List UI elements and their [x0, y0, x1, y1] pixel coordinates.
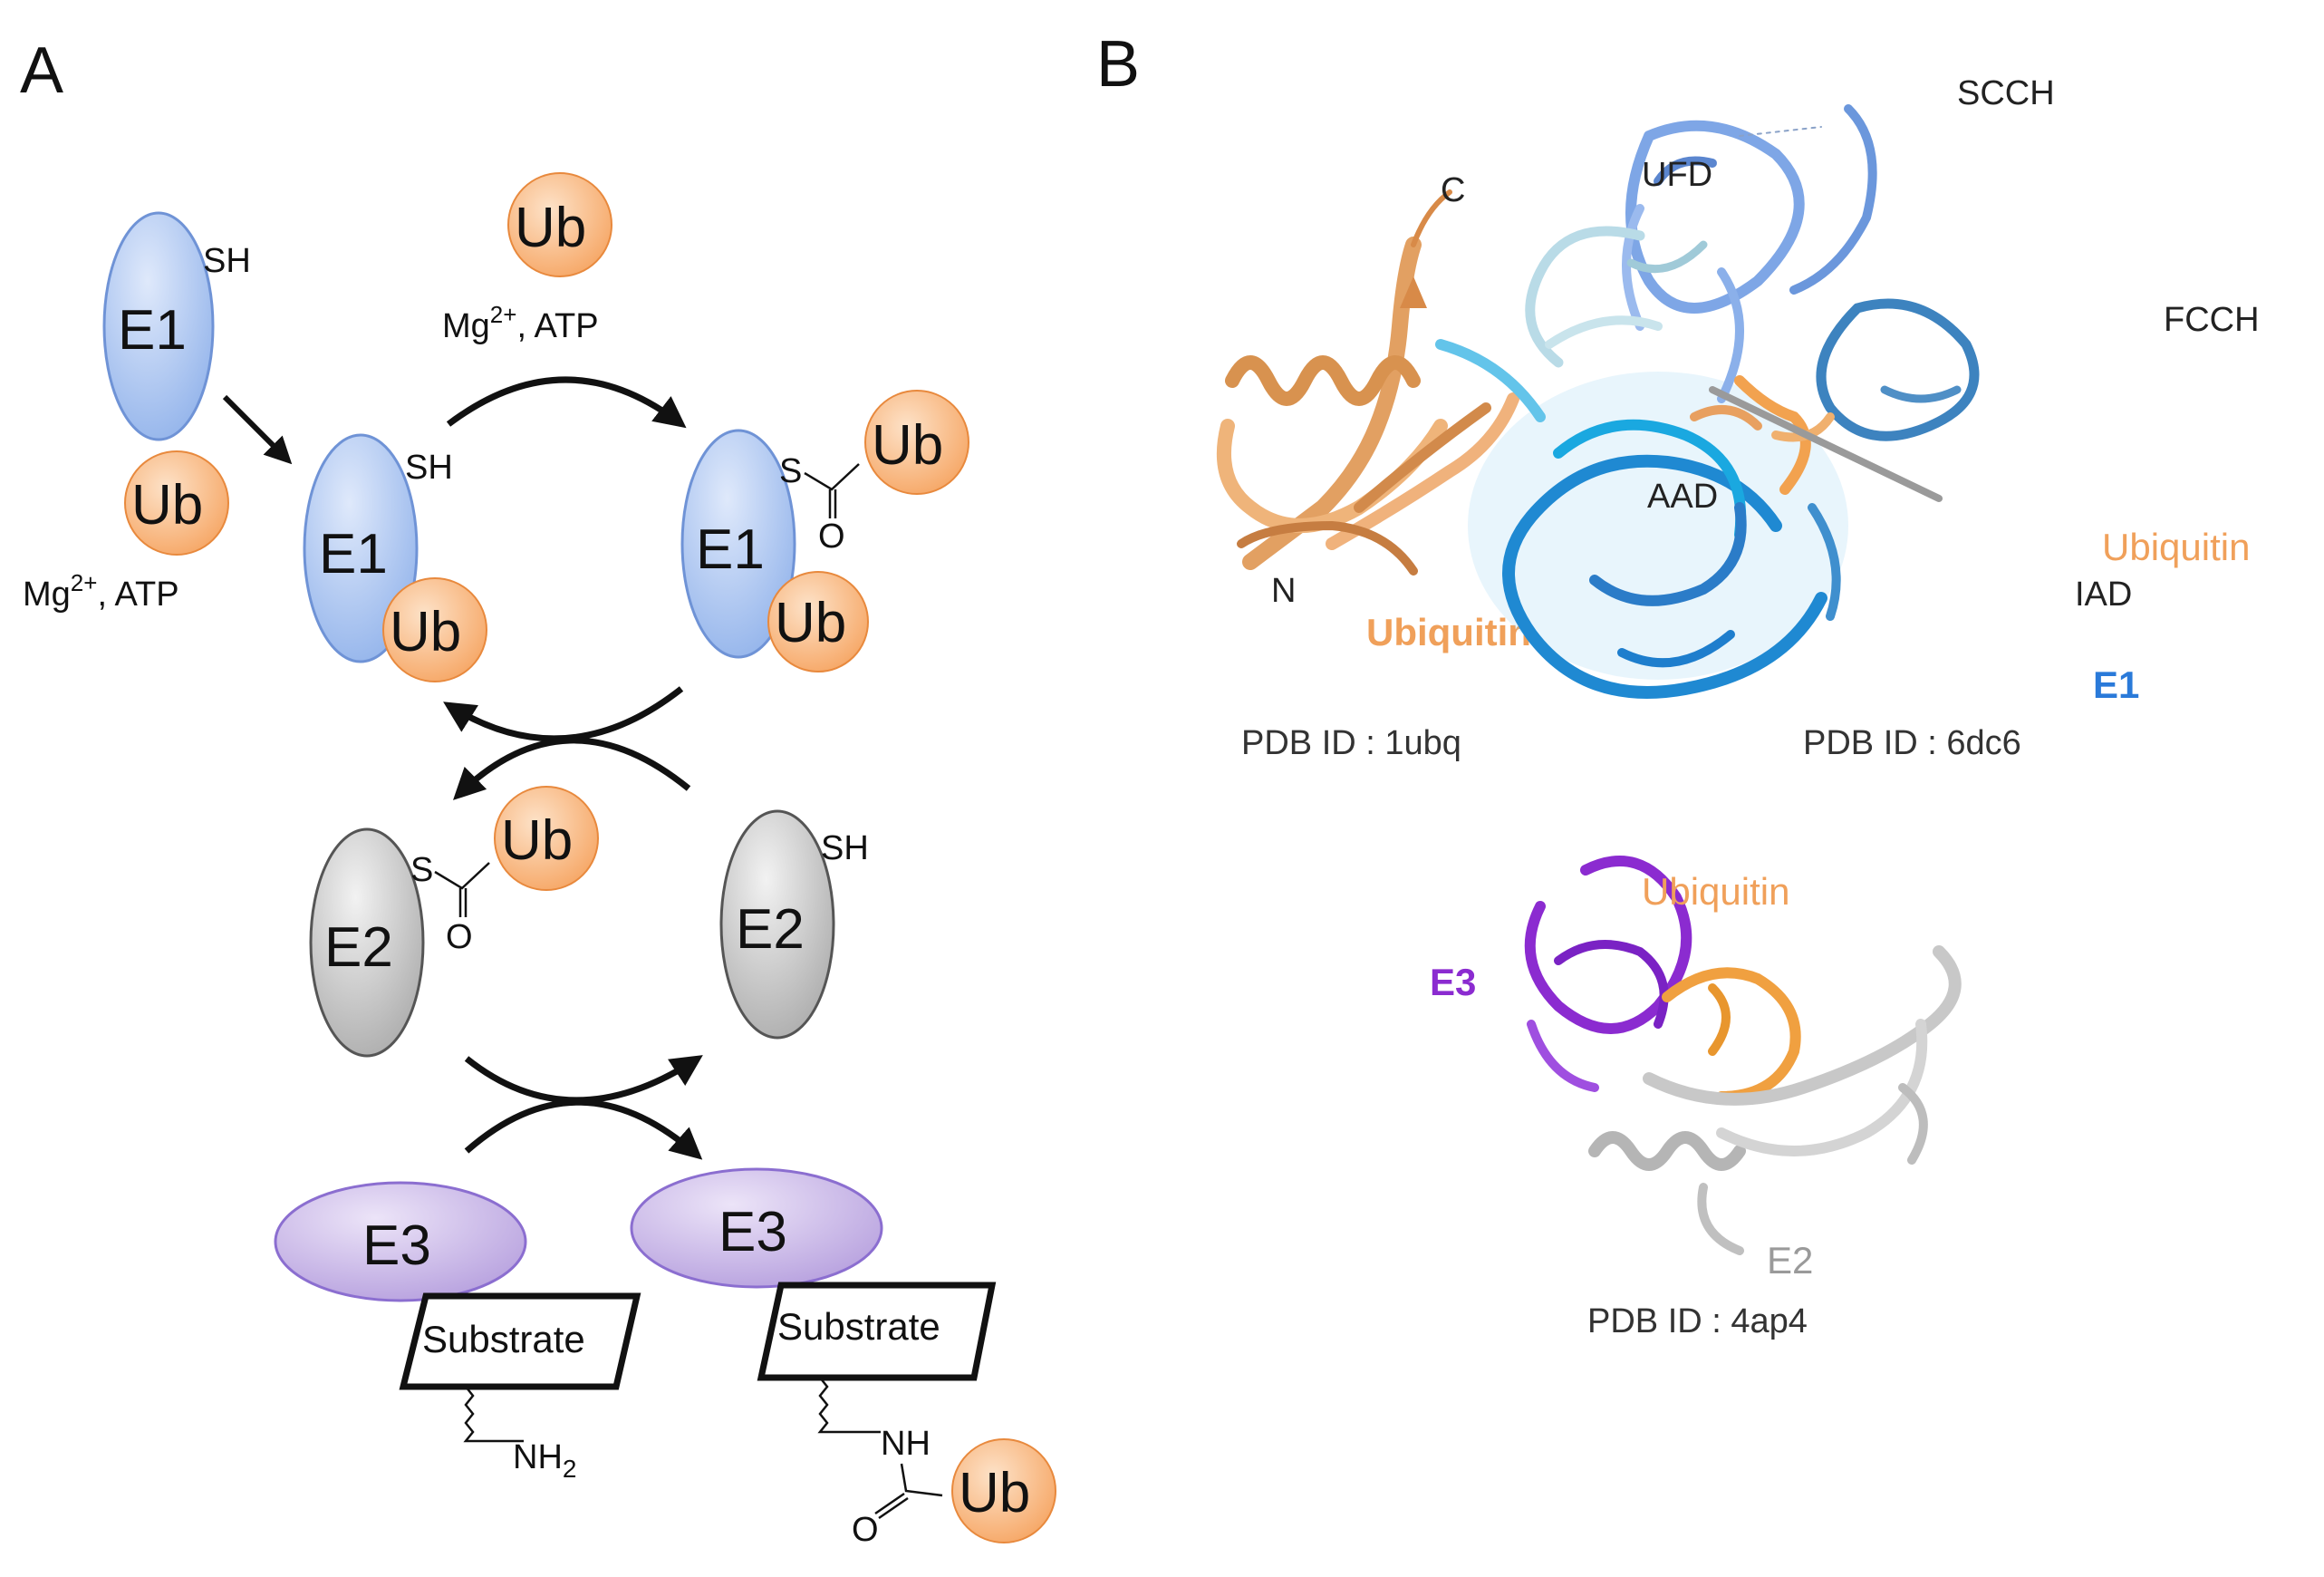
substrate-left-label: Substrate — [422, 1318, 585, 1360]
e2-thioester-s: S — [410, 851, 433, 889]
e3-substrate-left: E3 Substrate NH2 — [274, 1181, 641, 1483]
e2-free: E2 SH — [719, 809, 869, 1040]
ubiquitin-structure-title: Ubiquitin — [1366, 611, 1531, 653]
e3-left-label: E3 — [362, 1214, 431, 1277]
ub-free-1-label: Ub — [131, 474, 203, 537]
panel-a-label: A — [20, 34, 63, 107]
e1-thioester-label: E1 — [696, 518, 765, 581]
e1-complex-enzyme: E1 — [2093, 663, 2139, 706]
e2-thioester-ub: Ub — [501, 809, 573, 872]
ub-free-2-label: Ub — [515, 197, 586, 259]
e1-free: E1 SH — [102, 211, 251, 441]
e2e3-e3-label: E3 — [1430, 961, 1476, 1003]
panel-b-label: B — [1096, 28, 1140, 101]
ub-free-2: Ub — [507, 172, 612, 277]
pdb-4ap4: PDB ID : 4ap4 — [1587, 1302, 1808, 1340]
substrate-right-label: Substrate — [777, 1305, 940, 1348]
domain-aad: AAD — [1647, 478, 1718, 516]
amide-o: O — [852, 1511, 879, 1549]
e1-complex-structure — [1435, 104, 1980, 699]
e1-thioester-o: O — [818, 518, 845, 556]
e1-free-thiol: SH — [203, 242, 251, 280]
e1-ub-label: E1 — [319, 523, 388, 585]
domain-iad: IAD — [2075, 576, 2132, 614]
e2-thioester-label: E2 — [324, 916, 393, 979]
e3-substrate-right: E3 Substrate NH O Ub — [630, 1167, 1056, 1549]
e1-ub-thiol: SH — [405, 449, 453, 487]
domain-scch: SCCH — [1957, 74, 2055, 112]
conditions-left: Mg2+, ATP — [23, 569, 179, 614]
e3-right-label: E3 — [718, 1201, 787, 1263]
e2-e3-structure — [1524, 856, 1962, 1255]
domain-ufd: UFD — [1642, 156, 1712, 194]
e1-thioester-s: S — [779, 452, 802, 490]
arrow-e1-return — [443, 686, 684, 742]
e1-thioester: E1 Ub S O Ub — [680, 390, 969, 672]
e1-ub-ub-label: Ub — [390, 601, 461, 663]
arrow-transfer — [464, 1098, 703, 1160]
domain-fcch: FCCH — [2164, 301, 2260, 339]
ub-free-1: Ub — [124, 450, 229, 556]
arrow-e2-discharge — [464, 1055, 703, 1104]
ubiquitin-c-term: C — [1441, 171, 1465, 209]
e2-free-thiol: SH — [821, 829, 869, 867]
arrow-adenylation — [446, 376, 687, 429]
e1-free-label: E1 — [118, 299, 187, 362]
pdb-6dc6: PDB ID : 6dc6 — [1803, 724, 2021, 762]
pdb-1ubq: PDB ID : 1ubq — [1241, 724, 1461, 762]
e2-free-label: E2 — [736, 898, 805, 961]
e1-thioester-ub2: Ub — [775, 592, 846, 654]
arrow-e2-charge — [453, 737, 691, 800]
conjugated-ub: Ub — [959, 1462, 1030, 1524]
ubiquitin-structure — [1216, 189, 1519, 576]
e2-thioester-o: O — [446, 918, 473, 956]
e2e3-e2-label: E2 — [1767, 1239, 1813, 1282]
amide-nh: NH — [881, 1425, 931, 1463]
ubiquitin-n-term: N — [1271, 572, 1296, 610]
e1-complex-ubiquitin: Ubiquitin — [2102, 526, 2250, 568]
e2e3-ubiquitin: Ubiquitin — [1642, 870, 1789, 913]
conditions-top: Mg2+, ATP — [442, 301, 599, 345]
amine-left: NH2 — [513, 1438, 576, 1483]
e1-ub-complex: E1 SH Ub — [303, 433, 487, 682]
arrow-e1-load — [222, 394, 293, 465]
e2-thioester: E2 S O Ub — [309, 786, 599, 1058]
e1-thioester-ub1: Ub — [872, 414, 943, 477]
